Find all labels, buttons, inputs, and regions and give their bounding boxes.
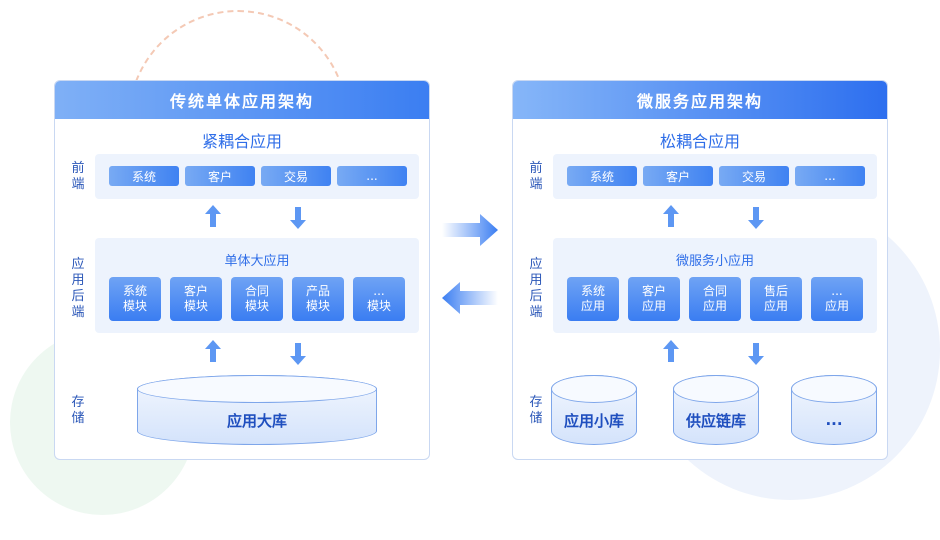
service-card: 合同应用 (689, 277, 741, 321)
database-cylinder: ... (791, 375, 877, 445)
monolith-panel: 传统单体应用架构 紧耦合应用 前端 应用后端 存储 系统 客户 交易 ... 单… (54, 80, 430, 460)
backend-band: 微服务小应用 系统应用 客户应用 合同应用 售后应用 ...应用 (553, 238, 877, 333)
label-storage: 存储 (529, 395, 543, 426)
front-item: 交易 (719, 166, 789, 186)
backend-title: 单体大应用 (224, 254, 290, 269)
module-card: 产品模块 (292, 277, 344, 321)
service-card: 系统应用 (567, 277, 619, 321)
service-card: 客户应用 (628, 277, 680, 321)
arrow-down-icon (290, 343, 306, 365)
label-storage: 存储 (71, 395, 85, 426)
arrow-up-icon (663, 205, 679, 227)
front-item: 客户 (643, 166, 713, 186)
database-label: 应用小库 (563, 411, 624, 430)
label-backend: 应用后端 (71, 257, 85, 320)
service-card: 售后应用 (750, 277, 802, 321)
label-backend: 应用后端 (529, 257, 543, 320)
arrow-left-icon (442, 282, 498, 314)
front-item: 交易 (261, 166, 331, 186)
front-item: 系统 (567, 166, 637, 186)
database-label: 应用大库 (226, 411, 287, 430)
arrow-up-icon (205, 340, 221, 362)
frontend-band: 系统 客户 交易 ... (553, 154, 877, 199)
label-front: 前端 (529, 161, 543, 192)
arrow-right-icon (442, 214, 498, 246)
backend-band: 单体大应用 系统模块 客户模块 合同模块 产品模块 ...模块 (95, 238, 419, 333)
front-item: 客户 (185, 166, 255, 186)
front-item: 系统 (109, 166, 179, 186)
service-card: ...应用 (811, 277, 863, 321)
arrow-down-icon (290, 207, 306, 229)
front-item: ... (795, 166, 865, 186)
database-cylinder: 供应链库 (673, 375, 759, 445)
label-front: 前端 (71, 161, 85, 192)
database-label: ... (825, 411, 843, 429)
module-card: ...模块 (353, 277, 405, 321)
panel-subtitle: 松耦合应用 (659, 132, 740, 151)
microservice-panel: 微服务应用架构 松耦合应用 前端 应用后端 存储 系统 客户 交易 ... 微服… (512, 80, 888, 460)
panel-title: 微服务应用架构 (513, 81, 887, 119)
module-card: 客户模块 (170, 277, 222, 321)
panel-title: 传统单体应用架构 (55, 81, 429, 119)
arrow-up-icon (205, 205, 221, 227)
module-card: 系统模块 (109, 277, 161, 321)
backend-title: 微服务小应用 (675, 254, 754, 269)
database-cylinder: 应用小库 (551, 375, 637, 445)
database-cylinder: 应用大库 (137, 375, 377, 445)
panel-subtitle: 紧耦合应用 (201, 132, 282, 151)
module-card: 合同模块 (231, 277, 283, 321)
frontend-band: 系统 客户 交易 ... (95, 154, 419, 199)
arrow-down-icon (748, 207, 764, 229)
arrow-up-icon (663, 340, 679, 362)
front-item: ... (337, 166, 407, 186)
arrow-down-icon (748, 343, 764, 365)
database-label: 供应链库 (685, 411, 746, 430)
